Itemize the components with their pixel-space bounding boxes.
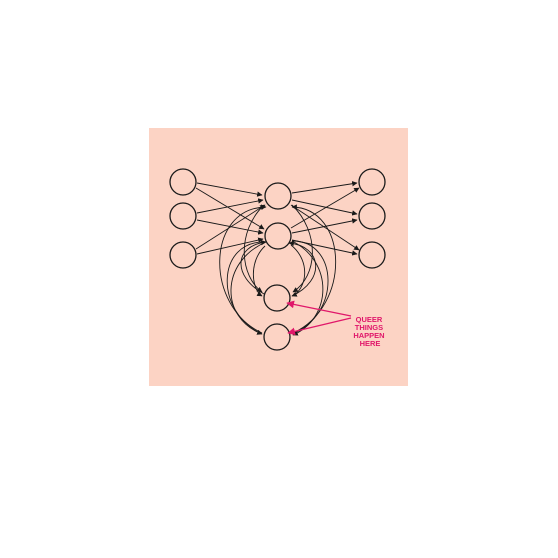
edge (196, 237, 264, 255)
loop-edge (291, 204, 313, 293)
output-node (358, 202, 386, 230)
output-node (358, 241, 386, 269)
edge (291, 199, 358, 216)
input-layer (169, 168, 197, 269)
hidden-node (264, 222, 292, 250)
loop-layer (263, 284, 291, 351)
annotation: QUEER THINGS HAPPEN HERE (286, 300, 386, 348)
hidden-to-output-edges (290, 181, 360, 256)
annotation-text: QUEER THINGS HAPPEN HERE (353, 315, 386, 348)
loop-edge (288, 240, 317, 297)
feedback-loops (219, 204, 337, 336)
loop-edge (243, 204, 265, 293)
annotation-line: QUEER (356, 315, 383, 324)
loop-node (263, 284, 291, 312)
annotation-pointer (287, 317, 352, 336)
annotation-line: HAPPEN (353, 331, 384, 340)
loop-node (263, 323, 291, 351)
edge (291, 181, 358, 194)
edge (291, 218, 358, 234)
loop-edge (219, 204, 267, 334)
loop-edge (240, 239, 267, 295)
edge (195, 187, 265, 230)
hidden-layer (264, 182, 292, 250)
output-layer (358, 168, 386, 269)
edge (196, 198, 264, 214)
input-node (169, 202, 197, 230)
loop-edge (252, 245, 266, 297)
loop-edge (230, 241, 267, 335)
edge (196, 182, 263, 197)
input-node (169, 168, 197, 196)
edge (195, 204, 266, 250)
loop-edge (291, 204, 337, 334)
output-node (358, 168, 386, 196)
loop-edge (291, 240, 324, 336)
input-node (169, 241, 197, 269)
annotation-line: HERE (360, 339, 381, 348)
annotation-line: THINGS (355, 323, 383, 332)
edge (290, 187, 360, 229)
loop-edge (226, 241, 267, 335)
edge (290, 204, 360, 251)
hidden-node (264, 182, 292, 210)
annotation-pointer (286, 300, 352, 317)
